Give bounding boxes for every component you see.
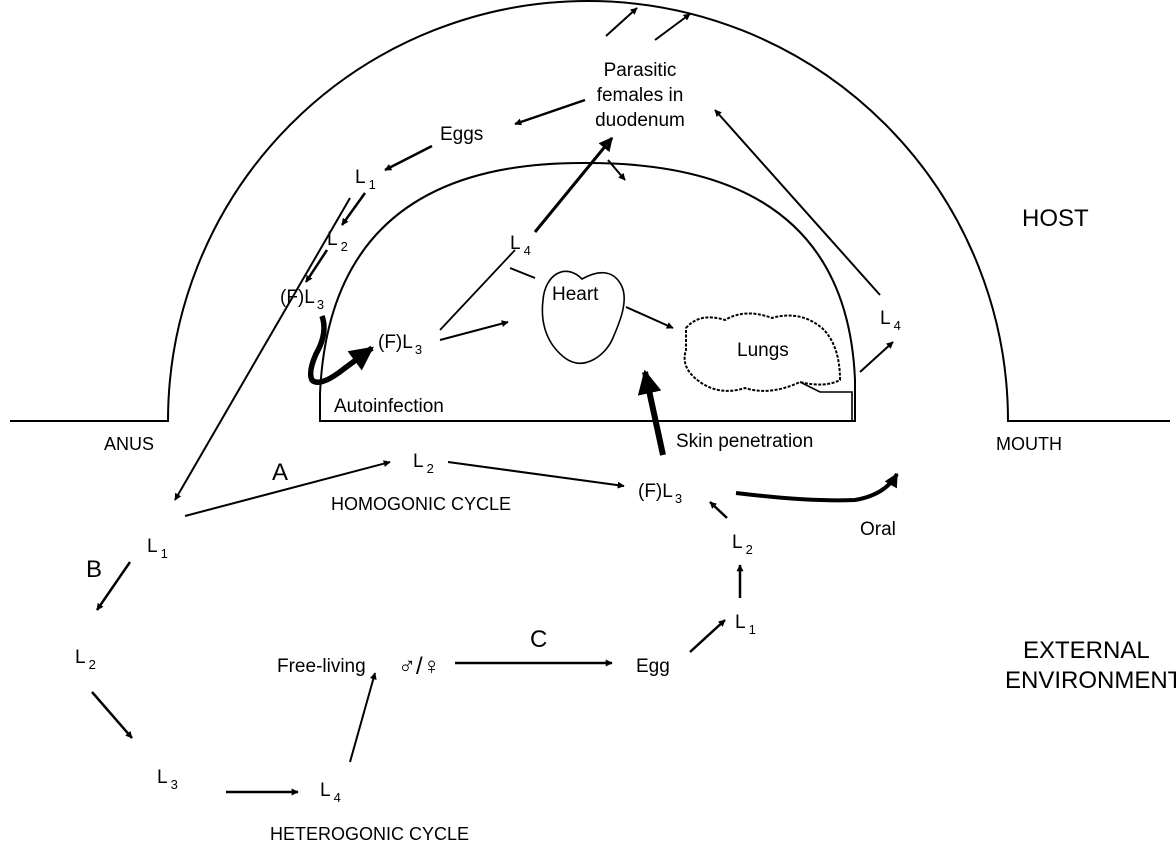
autoinfection-label: Autoinfection bbox=[334, 396, 444, 417]
homogonic-cycle-label: HOMOGONIC CYCLE bbox=[331, 494, 511, 514]
lungs-label: Lungs bbox=[737, 340, 789, 361]
label-a: A bbox=[272, 459, 288, 486]
arrow-exit-2 bbox=[654, 13, 691, 41]
parasitic-females-line2: females in bbox=[597, 85, 684, 106]
arrow-host-l1-to-anus bbox=[174, 197, 351, 501]
arrow-l4-to-females-lung-route bbox=[714, 109, 881, 296]
external-label-line2: ENVIRONMENT bbox=[1005, 667, 1176, 694]
arrow-l2-to-fl3-homogonic bbox=[447, 461, 625, 489]
arrow-egg-to-l1 bbox=[689, 619, 726, 653]
egg-label: Egg bbox=[636, 656, 670, 677]
label-b: B bbox=[86, 556, 102, 583]
arrow-l1-to-l2-homogonic bbox=[184, 460, 391, 517]
arrow-autoinfection bbox=[307, 315, 374, 385]
trachea bbox=[799, 381, 853, 420]
arrow-heart-to-lungs bbox=[625, 306, 674, 329]
skin-penetration-label: Skin penetration bbox=[676, 431, 813, 452]
anus-label: ANUS bbox=[104, 434, 154, 454]
eggs-label: Eggs bbox=[440, 124, 483, 145]
arrow-l2-to-fl3-host bbox=[304, 249, 329, 283]
parasitic-females-line3: duodenum bbox=[595, 110, 685, 131]
heart-shape bbox=[541, 270, 625, 364]
arrow-exit-1 bbox=[605, 7, 638, 37]
line-l4-to-heart bbox=[509, 267, 536, 279]
external-label-line1: EXTERNAL bbox=[1023, 637, 1150, 664]
mouth-label: MOUTH bbox=[996, 434, 1062, 454]
line-fl3-to-l4 bbox=[439, 249, 516, 331]
arrow-into-body-cavity bbox=[607, 159, 626, 181]
inner-host-compartment bbox=[319, 161, 856, 422]
arrow-eggs-to-l1 bbox=[384, 144, 433, 172]
arrow-l4-to-females bbox=[533, 136, 614, 233]
host-body-outline bbox=[10, 0, 1170, 422]
parasitic-females-line1: Parasitic bbox=[604, 60, 677, 81]
arrow-oral-route bbox=[735, 472, 899, 503]
arrow-females-to-eggs bbox=[514, 98, 586, 126]
arrow-l1-to-l2-host bbox=[340, 192, 367, 226]
arrow-l4-to-free-living bbox=[349, 672, 377, 763]
arrow-skin-penetration bbox=[637, 369, 666, 456]
arrow-lungs-to-l4 bbox=[859, 341, 894, 373]
lungs-shape bbox=[683, 312, 842, 392]
oral-label: Oral bbox=[860, 519, 896, 540]
host-label: HOST bbox=[1022, 205, 1089, 232]
heart-label: Heart bbox=[552, 284, 599, 305]
free-living-label: Free-living bbox=[277, 656, 366, 677]
heterogonic-cycle-label: HETEROGONIC CYCLE bbox=[270, 824, 469, 844]
arrow-l2-to-fl3-ext bbox=[709, 501, 728, 519]
arrow-fl3-to-heart bbox=[439, 320, 509, 341]
label-c: C bbox=[530, 626, 547, 653]
arrow-l2-to-l3-heterogonic bbox=[91, 691, 133, 739]
arrow-l1-to-l2-heterogonic bbox=[95, 561, 132, 611]
male-female-symbols: ♂/♀ bbox=[398, 653, 441, 680]
